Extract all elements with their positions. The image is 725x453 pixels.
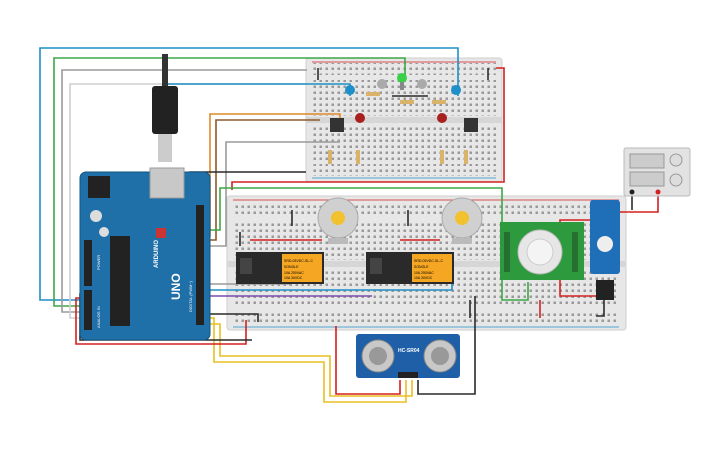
power-header bbox=[84, 240, 92, 286]
resistor bbox=[328, 150, 332, 164]
power-supply[interactable] bbox=[623, 147, 691, 197]
led-green[interactable] bbox=[397, 73, 407, 90]
arduino-uno[interactable]: ARDUINO UNO DIGITAL (PWM~) POWER ANALOG … bbox=[79, 167, 211, 341]
top-components bbox=[317, 68, 489, 164]
led-blue[interactable] bbox=[345, 85, 355, 95]
relay-module[interactable]: SRD-05VDC-SL-C SONGLE 10A 250VAC 10A 30V… bbox=[366, 252, 454, 284]
capacitor bbox=[99, 227, 109, 237]
wire-red-top bbox=[231, 67, 505, 190]
resistor bbox=[440, 150, 444, 164]
wire-gray-2 bbox=[200, 141, 340, 247]
wire-yellow-1 bbox=[200, 317, 407, 403]
psu-terminal-negative[interactable] bbox=[629, 189, 635, 195]
analog-header-label: ANALOG IN bbox=[96, 306, 101, 328]
wire-servo-black bbox=[596, 300, 605, 317]
microcontroller-chip bbox=[110, 236, 130, 326]
digital-header bbox=[196, 205, 204, 325]
resistor bbox=[400, 100, 414, 104]
led-gray[interactable] bbox=[377, 79, 387, 89]
resistor bbox=[432, 100, 446, 104]
wire-green-pir bbox=[200, 187, 529, 301]
led-gray[interactable] bbox=[417, 79, 427, 89]
hc-sr04-sensor[interactable]: HC-SR04 bbox=[356, 334, 460, 378]
relay-brand: SONGLE bbox=[284, 265, 299, 269]
resistor bbox=[464, 150, 468, 164]
relay-name: SRD-05VDC-SL-C bbox=[414, 259, 443, 263]
wire-gray-loop bbox=[61, 69, 307, 313]
dc-motor[interactable] bbox=[441, 197, 483, 244]
psu-terminal-positive[interactable] bbox=[655, 189, 661, 195]
dc-motor[interactable] bbox=[317, 197, 359, 244]
wire-green-loop bbox=[53, 57, 406, 307]
power-plug bbox=[152, 54, 178, 162]
wire-yellow-2 bbox=[200, 323, 413, 397]
led-red[interactable] bbox=[355, 113, 365, 123]
wire-black-gnd bbox=[200, 313, 259, 322]
hc-sr04-label: HC-SR04 bbox=[398, 348, 420, 354]
wire-blue-loop bbox=[39, 47, 459, 301]
digital-header-label: DIGITAL (PWM~) bbox=[188, 280, 193, 312]
power-header-label: POWER bbox=[96, 255, 101, 270]
led-blue[interactable] bbox=[451, 85, 461, 95]
capacitor bbox=[90, 210, 102, 222]
arduino-brand: ARDUINO bbox=[154, 240, 160, 268]
relay-rating: 10A 30VDC bbox=[414, 276, 433, 280]
wire-red-sr bbox=[335, 326, 401, 395]
reset-button[interactable] bbox=[156, 228, 166, 238]
relay-brand: SONGLE bbox=[414, 265, 429, 269]
analog-header bbox=[84, 290, 92, 330]
power-jack bbox=[88, 176, 110, 198]
wire-psu-red bbox=[610, 192, 659, 213]
relay-name: SRD-05VDC-SL-C bbox=[284, 259, 313, 263]
relay-rating: 10A 250VAC bbox=[414, 271, 434, 275]
led-red[interactable] bbox=[437, 113, 447, 123]
usb-port bbox=[149, 167, 185, 199]
relay-rating: 10A 30VDC bbox=[284, 276, 303, 280]
servo-motor[interactable] bbox=[590, 200, 620, 300]
relay-module[interactable]: SRD-05VDC-SL-C SONGLE 10A 250VAC 10A 30V… bbox=[236, 252, 324, 284]
resistor bbox=[356, 150, 360, 164]
resistor bbox=[366, 92, 380, 96]
pir-sensor[interactable] bbox=[500, 222, 584, 280]
wire-black-sr bbox=[417, 296, 476, 395]
pushbutton[interactable] bbox=[330, 118, 344, 132]
arduino-model: UNO bbox=[169, 273, 183, 300]
relay-rating: 10A 250VAC bbox=[284, 271, 304, 275]
pushbutton[interactable] bbox=[464, 118, 478, 132]
